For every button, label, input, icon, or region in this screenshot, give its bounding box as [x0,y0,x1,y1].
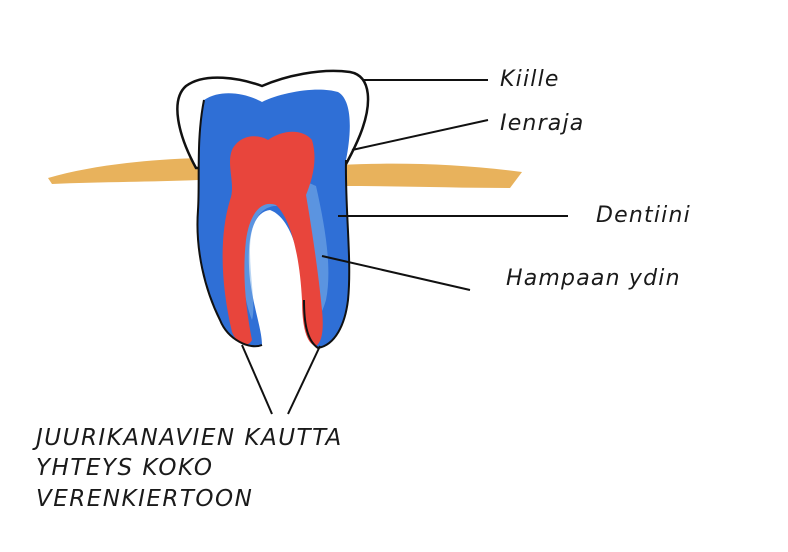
apex-line-right [288,346,320,414]
caption-line-1: JUURIKANAVIEN KAUTTA [32,425,343,451]
dentin-body [197,90,349,348]
label-pulp: Hampaan ydin [506,266,681,291]
label-enamel: Kiille [500,67,560,92]
label-dentin: Dentiini [596,203,691,228]
label-gumline: Ienraja [500,111,585,136]
pulp [223,132,323,346]
apex-line-left [242,345,272,414]
gum-band [48,158,198,184]
caption-line-3: VERENKIERTOON [36,486,253,512]
leader-gumline [352,120,488,150]
caption-line-2: YHTEYS KOKO [36,455,214,481]
gum-band-right [340,164,522,188]
